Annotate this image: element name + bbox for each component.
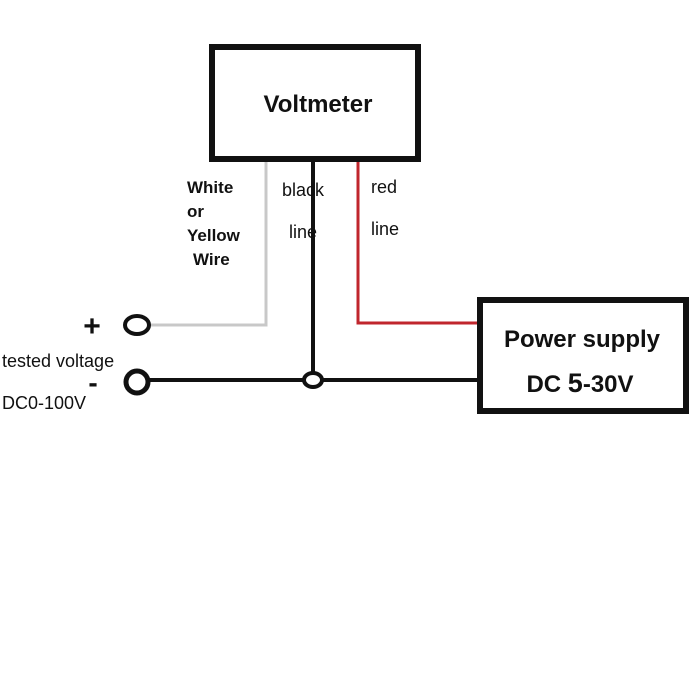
svg-text:or: or	[187, 202, 204, 221]
svg-text:black: black	[282, 180, 325, 200]
svg-text:White: White	[187, 178, 233, 197]
negative-terminal	[123, 368, 151, 396]
plus-sign: +	[83, 310, 101, 343]
white-wire-label: White or Yellow Wire	[187, 178, 241, 269]
svg-text:Yellow: Yellow	[187, 226, 241, 245]
svg-text:Wire: Wire	[193, 250, 230, 269]
svg-text:line: line	[371, 219, 399, 239]
voltage-range-label: DC0-100V	[2, 393, 86, 413]
power-supply-label: Power supply	[504, 326, 661, 353]
svg-text:red: red	[371, 177, 397, 197]
junction-node	[302, 371, 324, 389]
white-yellow-wire	[150, 162, 268, 327]
power-supply-box	[477, 297, 689, 414]
power-supply-range: DC 5-30V	[526, 368, 633, 398]
positive-terminal	[123, 314, 151, 336]
voltmeter-box	[209, 44, 421, 162]
voltmeter-label: Voltmeter	[264, 91, 373, 118]
tested-voltage-label: tested voltage	[2, 351, 114, 371]
red-wire	[356, 162, 480, 325]
black-line-label: black line	[282, 180, 325, 242]
svg-text:line: line	[289, 222, 317, 242]
red-line-label: red line	[371, 177, 399, 239]
minus-sign: -	[88, 367, 97, 398]
